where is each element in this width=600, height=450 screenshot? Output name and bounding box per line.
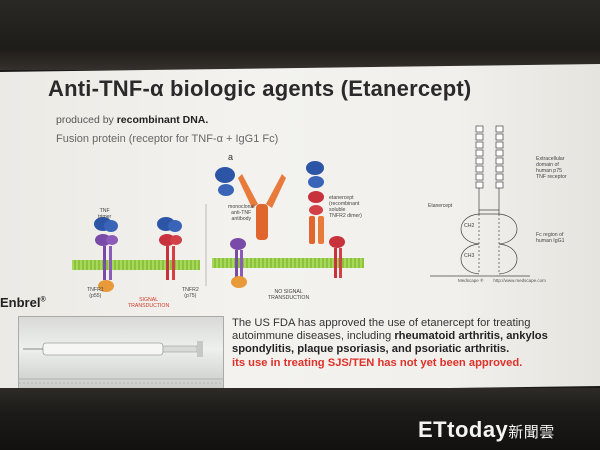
slide-title: Anti-TNF-α biologic agents (Etanercept): [48, 76, 472, 101]
subtitle-bold: recombinant DNA.: [116, 114, 209, 126]
tnf-trimer-tnfr2: [157, 217, 182, 280]
fda-approval-text: The US FDA has approved the use of etane…: [232, 317, 600, 370]
syringe-photo: [18, 316, 224, 390]
slide-subtitle: produced by recombinant DNA.: [56, 114, 208, 126]
product-name: Enbrel®: [0, 295, 46, 310]
fda-warning: its use in treating SJS/TEN has not yet …: [232, 356, 523, 369]
medscape-url: http://www.medscape.com: [493, 278, 546, 283]
medscape-logo-text: Medscape ®: [458, 278, 484, 283]
tnf-trimer-tnfr1: [94, 217, 118, 292]
label-panel-letter: a: [228, 152, 234, 162]
label-ch3: CH3: [464, 253, 475, 259]
syringe-icon: [19, 341, 223, 384]
label-ch2: CH2: [464, 223, 475, 229]
monoclonal-antibody: [215, 167, 286, 240]
watermark-latin: ETtoday: [418, 417, 509, 442]
product-name-text: Enbrel: [0, 295, 41, 310]
etanercept-schematic: [430, 125, 530, 277]
fda-line-3: spondylitis, plaque psoriasis, and psori…: [232, 343, 600, 356]
mechanism-diagram: [72, 125, 530, 292]
watermark-chinese: 新聞雲: [508, 424, 555, 441]
etanercept-dimer: [306, 161, 324, 244]
room-background-bottom: [0, 388, 600, 450]
watermark-logo: ETtoday新聞雲: [418, 417, 555, 443]
projected-slide: Anti-TNF-α biologic agents (Etanercept) …: [0, 64, 600, 394]
fda-line-2: autoimmune diseases, including rheumatoi…: [232, 330, 600, 343]
room-background-top: [0, 0, 600, 70]
label-tnfr2: TNFR2(p75): [182, 287, 199, 299]
receptor-tnfr1-blocked: [230, 238, 247, 288]
registered-mark: ®: [40, 296, 46, 304]
fda-line-2-plain: autoimmune diseases, including: [232, 330, 395, 343]
label-tnfr1: TNFR1(p55): [87, 287, 104, 299]
receptor-tnfr2-blocked: [329, 236, 345, 278]
subtitle-prefix: produced by: [56, 114, 117, 126]
fda-line-1: The US FDA has approved the use of etane…: [232, 317, 531, 329]
medscape-credit: Medscape ® http://www.medscape.com: [458, 278, 546, 283]
slide-subtitle-2: Fusion protein (receptor for TNF-α + IgG…: [56, 133, 279, 145]
cell-membrane-right: [212, 258, 364, 268]
fda-line-3-bold: spondylitis, plaque psoriasis, and psori…: [232, 343, 510, 356]
fda-line-2-bold: rheumatoid arthritis, ankylos: [394, 330, 548, 343]
cell-membrane-left: [72, 260, 200, 270]
label-etanercept-schematic: Etanercept: [428, 203, 453, 209]
